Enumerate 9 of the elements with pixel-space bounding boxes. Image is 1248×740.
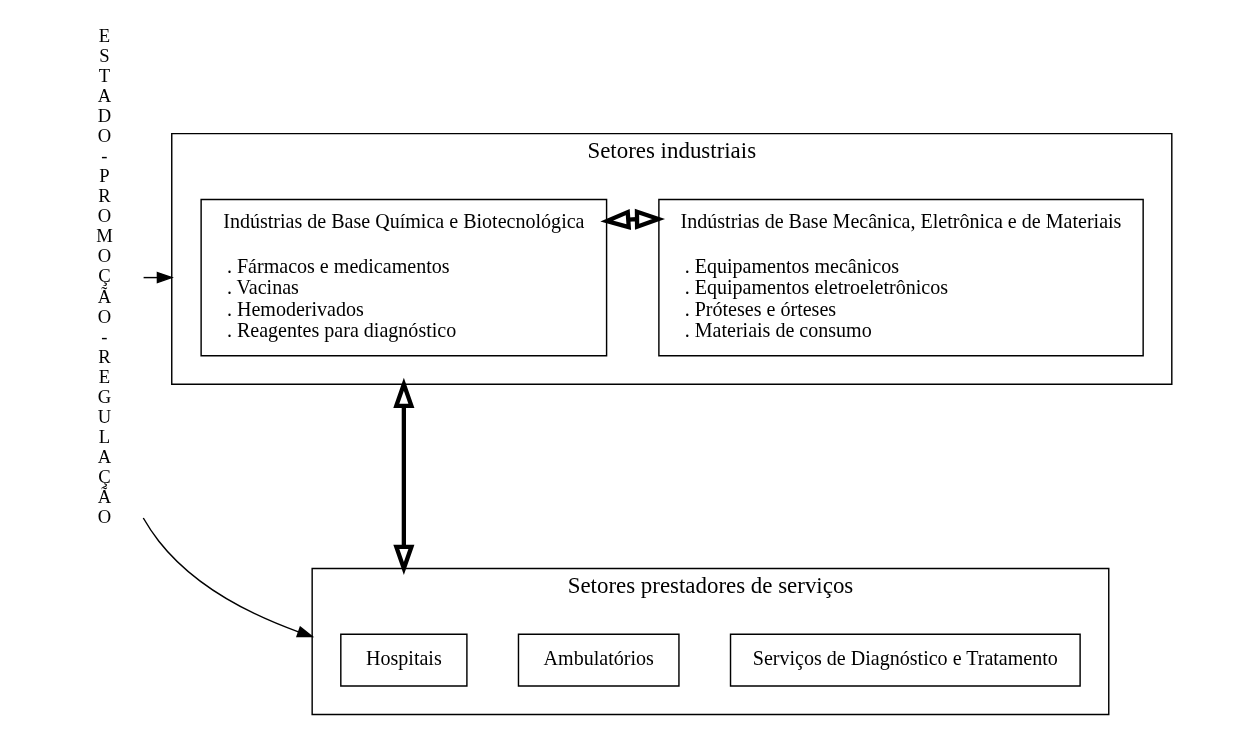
node-box: Indústrias de Base Química e Biotecnológica . Fármacos e medicamentos . Vacinas . Hemoderivados . Reagentes para diagnóstico [199, 198, 607, 357]
node-text: ESTADO-PROMOÇÃO-REGULAÇÃO [95, 24, 113, 528]
arrow [599, 208, 665, 230]
arrow [142, 517, 314, 638]
node-box: Indústrias de Base Mecânica, Eletrônica e de Materiais . Equipamentos mecânicos . Equipamentos eletroeletrônicos . Próteses e órteses . Materiais de consumo [657, 198, 1144, 357]
node-box: Serviços de Diagnóstico e Tratamento [729, 633, 1081, 687]
node-box: Ambulatórios [517, 633, 680, 687]
arrow [392, 377, 414, 575]
node-box: Hospitais [339, 633, 468, 687]
